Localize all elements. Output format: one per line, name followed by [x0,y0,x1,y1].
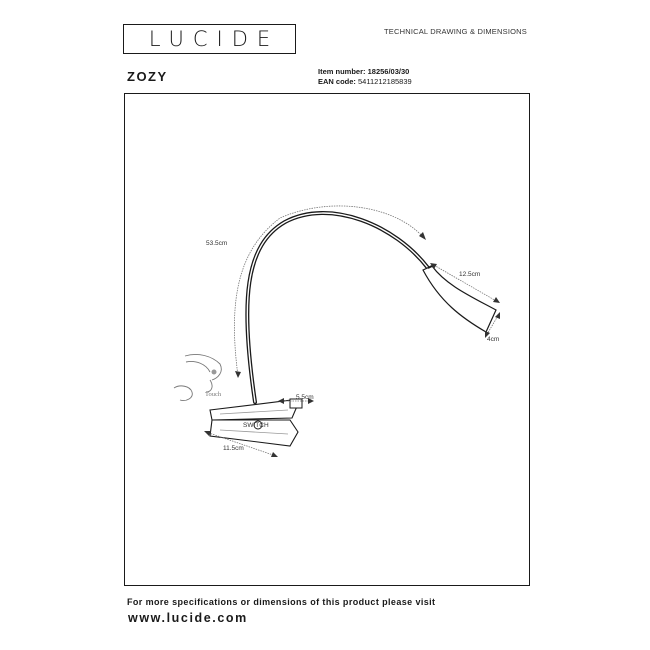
arrowhead [308,398,314,404]
arrowhead [430,263,437,269]
lamp-head [422,265,497,333]
website-link[interactable]: www.lucide.com [128,611,248,625]
product-meta: Item number: 18256/03/30 EAN code: 54112… [318,67,412,87]
drawing-frame [124,93,530,586]
ean-value: 5411212185839 [358,77,412,86]
brand-logo: LUCIDE [123,24,296,54]
head-diameter-label: 4cm [487,336,499,343]
item-number-value: 18256/03/30 [367,67,410,76]
item-number-row: Item number: 18256/03/30 [318,67,412,77]
ean-label: EAN code: [318,77,356,86]
ean-row: EAN code: 5411212185839 [318,77,412,87]
touch-label: Touch [205,391,222,398]
head-length-label: 12.5cm [459,271,480,278]
arrowhead [485,331,490,338]
arm-length-label: 53.5cm [206,240,227,247]
arrowhead [495,312,500,319]
arrowhead [235,371,241,378]
arrowhead [419,232,426,240]
touch-hand-icon [173,353,222,401]
item-number-label: Item number: [318,67,366,76]
arm-length-dimension-line [234,205,425,377]
arrowhead [271,452,278,457]
arrowhead [278,398,284,404]
document-type: TECHNICAL DRAWING & DIMENSIONS [384,27,527,36]
product-name: ZOZY [127,69,168,84]
logo-text: LUCIDE [148,27,280,51]
clip-length-label: 11.5cm [223,445,244,452]
head-length-dimension-line [431,263,499,303]
arrowhead [204,431,211,436]
switch-label: SWITCH [243,422,269,429]
footer-info-text: For more specifications or dimensions of… [127,597,436,607]
clip-height-label: 5.5cm [296,394,314,401]
clip-base [209,398,303,447]
arrowhead [493,297,500,303]
